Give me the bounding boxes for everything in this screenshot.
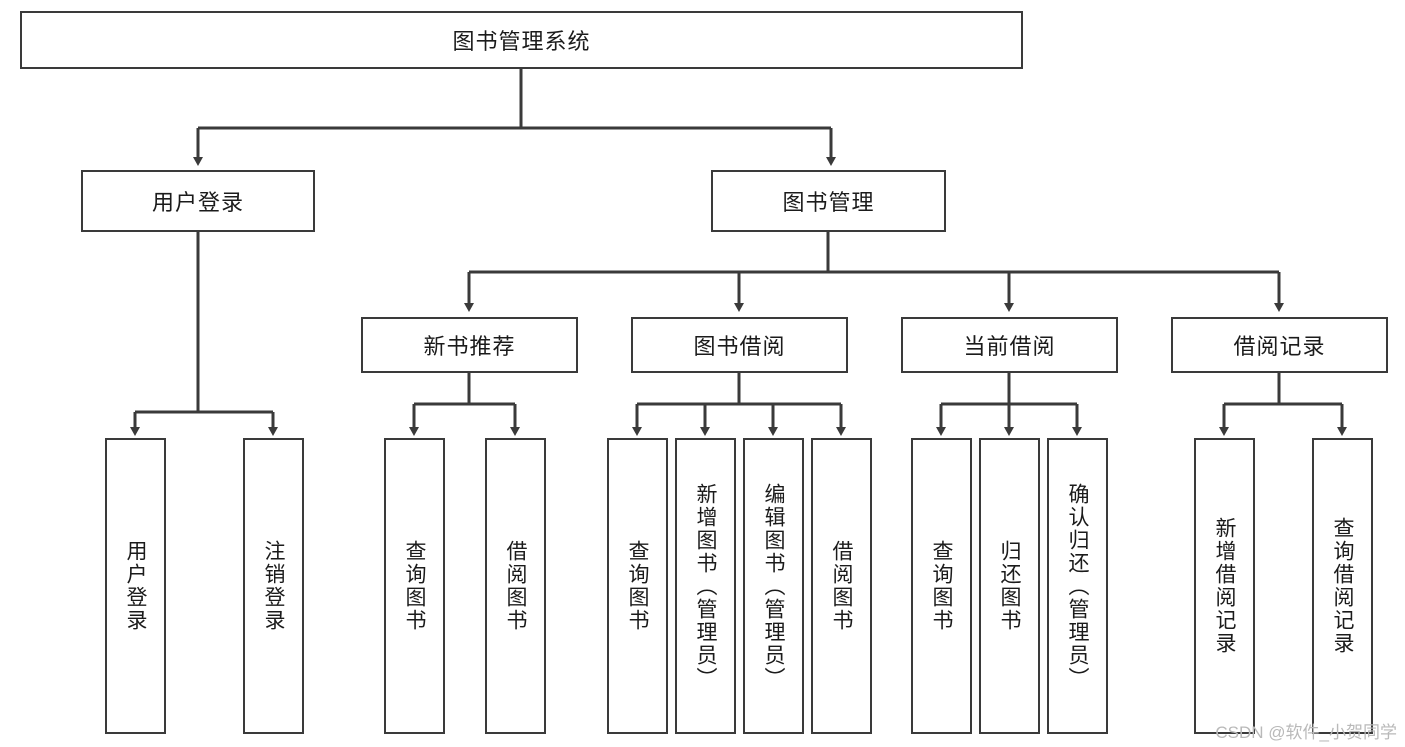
node-leaf-query-book-borrow-label: 查询图书 [626, 540, 649, 632]
node-borrow-record[interactable]: 借阅记录 [1171, 317, 1388, 373]
node-user-login-label: 用户登录 [151, 190, 244, 215]
node-leaf-user-login[interactable]: 用户登录 [105, 438, 166, 734]
node-leaf-add-borrow-record-label: 新增借阅记录 [1213, 517, 1236, 655]
node-leaf-query-book-borrow[interactable]: 查询图书 [607, 438, 668, 734]
node-leaf-query-borrow-record-label: 查询借阅记录 [1331, 517, 1354, 655]
node-leaf-edit-book-admin-label: 编辑图书（管理员） [762, 482, 785, 690]
watermark-text: CSDN @软件_小贺同学 [1215, 723, 1397, 742]
node-leaf-confirm-return-admin-label: 确认归还（管理员） [1066, 482, 1089, 690]
node-leaf-borrow-book-label: 借阅图书 [830, 540, 853, 632]
node-current-borrow[interactable]: 当前借阅 [901, 317, 1118, 373]
node-book-borrow-label: 图书借阅 [693, 334, 786, 359]
node-borrow-record-label: 借阅记录 [1233, 334, 1326, 359]
node-leaf-logout-login-label: 注销登录 [262, 540, 285, 632]
node-user-login[interactable]: 用户登录 [81, 170, 315, 232]
node-leaf-return-book-label: 归还图书 [998, 540, 1021, 632]
node-leaf-confirm-return-admin[interactable]: 确认归还（管理员） [1047, 438, 1108, 734]
node-leaf-borrow-book[interactable]: 借阅图书 [811, 438, 872, 734]
node-leaf-add-borrow-record[interactable]: 新增借阅记录 [1194, 438, 1255, 734]
node-current-borrow-label: 当前借阅 [963, 334, 1056, 359]
node-book-management[interactable]: 图书管理 [711, 170, 946, 232]
node-leaf-edit-book-admin[interactable]: 编辑图书（管理员） [743, 438, 804, 734]
node-leaf-user-login-label: 用户登录 [124, 540, 147, 632]
node-leaf-query-book-rec-label: 查询图书 [403, 540, 426, 632]
node-leaf-return-book[interactable]: 归还图书 [979, 438, 1040, 734]
node-leaf-borrow-book-rec[interactable]: 借阅图书 [485, 438, 546, 734]
node-root[interactable]: 图书管理系统 [20, 11, 1023, 69]
node-leaf-borrow-book-rec-label: 借阅图书 [504, 540, 527, 632]
node-leaf-query-book-current[interactable]: 查询图书 [911, 438, 972, 734]
node-new-book-recommend[interactable]: 新书推荐 [361, 317, 578, 373]
node-root-label: 图书管理系统 [452, 29, 591, 54]
node-leaf-query-book-rec[interactable]: 查询图书 [384, 438, 445, 734]
node-leaf-add-book-admin[interactable]: 新增图书（管理员） [675, 438, 736, 734]
node-leaf-add-book-admin-label: 新增图书（管理员） [694, 482, 717, 690]
node-leaf-query-borrow-record[interactable]: 查询借阅记录 [1312, 438, 1373, 734]
node-leaf-query-book-current-label: 查询图书 [930, 540, 953, 632]
node-book-management-label: 图书管理 [782, 190, 875, 215]
node-new-book-recommend-label: 新书推荐 [423, 334, 516, 359]
node-book-borrow[interactable]: 图书借阅 [631, 317, 848, 373]
node-leaf-logout-login[interactable]: 注销登录 [243, 438, 304, 734]
